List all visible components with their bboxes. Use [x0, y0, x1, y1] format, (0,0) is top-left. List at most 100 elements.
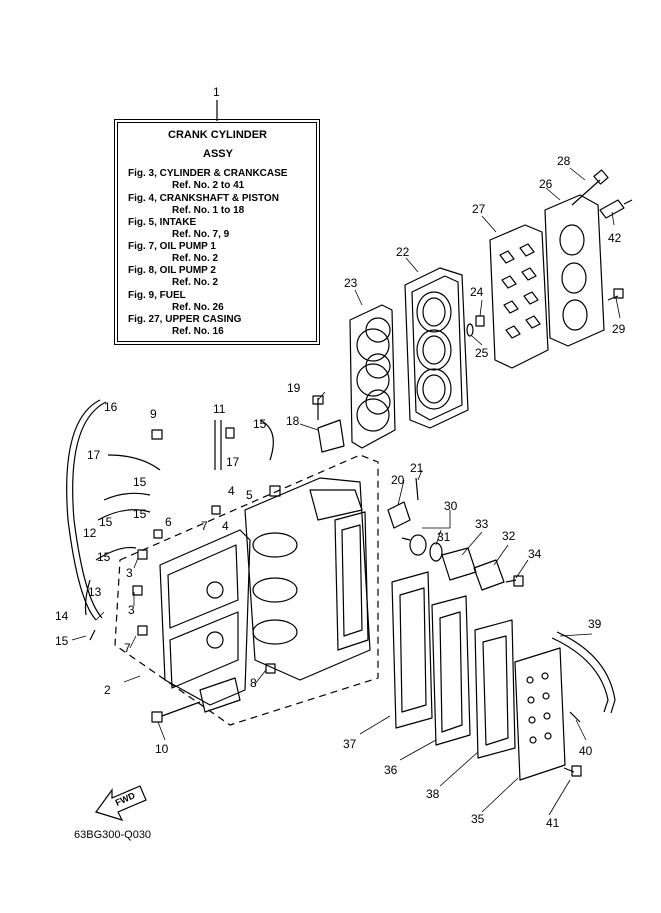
- assembly-outline: [114, 454, 379, 726]
- callout: 20: [391, 473, 405, 487]
- assy-line: Fig. 4, CRANKSHAFT & PISTON: [128, 193, 279, 204]
- bolt-5: [269, 485, 281, 497]
- washer-25: [466, 323, 474, 337]
- assy-subtitle: ASSY: [203, 148, 233, 160]
- callout: 32: [502, 529, 516, 543]
- callout: 22: [396, 245, 410, 259]
- callout: 4: [222, 519, 229, 533]
- head-cover-26: [544, 194, 605, 347]
- callout: 8: [250, 676, 257, 690]
- cover-32: [473, 559, 505, 591]
- assy-reference-box: [114, 119, 320, 345]
- bolt-8: [265, 663, 276, 674]
- callout: 38: [426, 787, 440, 801]
- cover-20: [387, 501, 411, 529]
- callout: 3: [128, 603, 135, 617]
- gasket-33: [441, 547, 477, 581]
- callout: 19: [287, 381, 301, 395]
- callout: 6: [165, 515, 172, 529]
- assy-title: CRANK CYLINDER: [168, 129, 267, 141]
- head-gasket-23: [349, 304, 396, 449]
- plug-3b: [132, 585, 143, 596]
- assy-line: Ref. No. 7, 9: [172, 229, 230, 240]
- assy-line: Fig. 27, UPPER CASING: [128, 314, 242, 325]
- assy-line: Fig. 7, OIL PUMP 1: [128, 241, 216, 252]
- bolt-29: [607, 288, 624, 301]
- callout: 17: [226, 455, 240, 469]
- bolt-21: [415, 477, 419, 501]
- gasket-27: [489, 224, 549, 369]
- assy-line: Fig. 3, CYLINDER & CRANKCASE: [128, 168, 288, 179]
- sensor-42: [599, 199, 633, 219]
- plug-7: [137, 625, 148, 636]
- callout: 28: [557, 154, 571, 168]
- hose-assembly: [66, 399, 274, 641]
- callout: 15: [133, 475, 147, 489]
- thermostat-30: [401, 534, 427, 556]
- callout: 9: [150, 407, 157, 421]
- pin-4: [211, 505, 221, 515]
- assy-line: Ref. No. 1 to 18: [172, 205, 245, 216]
- assy-line: Ref. No. 26: [172, 302, 224, 313]
- clip-40: [569, 711, 581, 723]
- callout: 15: [99, 515, 113, 529]
- callout: 7: [124, 641, 131, 655]
- callout: 15: [253, 417, 267, 431]
- plug-3a: [137, 549, 148, 560]
- cylinder-head-22: [404, 267, 469, 429]
- assy-line: Fig. 5, INTAKE: [128, 217, 197, 228]
- gasket-38: [474, 619, 516, 759]
- pin-11: [225, 427, 235, 439]
- callout: 16: [104, 400, 118, 414]
- callout: 24: [470, 285, 484, 299]
- crankcase-2: [159, 529, 251, 713]
- callout: 2: [104, 683, 111, 697]
- callout: 15: [133, 507, 147, 521]
- hose-39: [551, 631, 616, 714]
- callout-1: 1: [213, 85, 220, 99]
- assy-line: Fig. 9, FUEL: [128, 290, 186, 301]
- callout: 41: [546, 816, 560, 830]
- gasket-31: [429, 542, 443, 562]
- callout: 11: [213, 402, 226, 416]
- cylinder-block: [244, 477, 371, 681]
- diagram-code: 63BG300-Q030: [74, 829, 152, 841]
- callout: 40: [579, 744, 593, 758]
- callout: 34: [528, 547, 542, 561]
- bolt-41: [563, 765, 582, 777]
- callout: 31: [437, 530, 451, 544]
- callout: 37: [343, 737, 357, 751]
- callout: 35: [471, 812, 485, 826]
- gasket-37: [391, 571, 433, 729]
- assy-line: Fig. 8, OIL PUMP 2: [128, 265, 216, 276]
- callout: 15: [55, 634, 69, 648]
- assy-line: Ref. No. 2 to 41: [172, 180, 245, 191]
- bracket-18: [317, 419, 345, 453]
- callout: 29: [612, 322, 626, 336]
- callout: 7: [201, 519, 208, 533]
- callout: 10: [155, 742, 169, 756]
- assy-line: Ref. No. 2: [172, 253, 219, 264]
- bolt-9: [151, 429, 163, 440]
- callout: 14: [55, 609, 69, 623]
- fwd-arrow: [95, 785, 147, 821]
- callout: 27: [472, 202, 486, 216]
- callout: 17: [87, 448, 101, 462]
- bolt-34: [505, 575, 524, 587]
- assy-line: Ref. No. 2: [172, 277, 219, 288]
- callout: 3: [126, 566, 133, 580]
- bolt-10: [151, 701, 201, 723]
- leader-lines: [71, 167, 621, 816]
- exhaust-cover-35: [514, 647, 566, 781]
- callout: 21: [410, 461, 424, 475]
- callout: 23: [344, 276, 358, 290]
- assy-line: Ref. No. 16: [172, 326, 224, 337]
- callout: 30: [444, 499, 458, 513]
- callout: 36: [384, 763, 398, 777]
- bolt-28: [571, 169, 609, 206]
- callout: 13: [88, 585, 102, 599]
- gasket-36: [431, 595, 471, 746]
- callout: 18: [286, 414, 300, 428]
- callout: 25: [475, 346, 489, 360]
